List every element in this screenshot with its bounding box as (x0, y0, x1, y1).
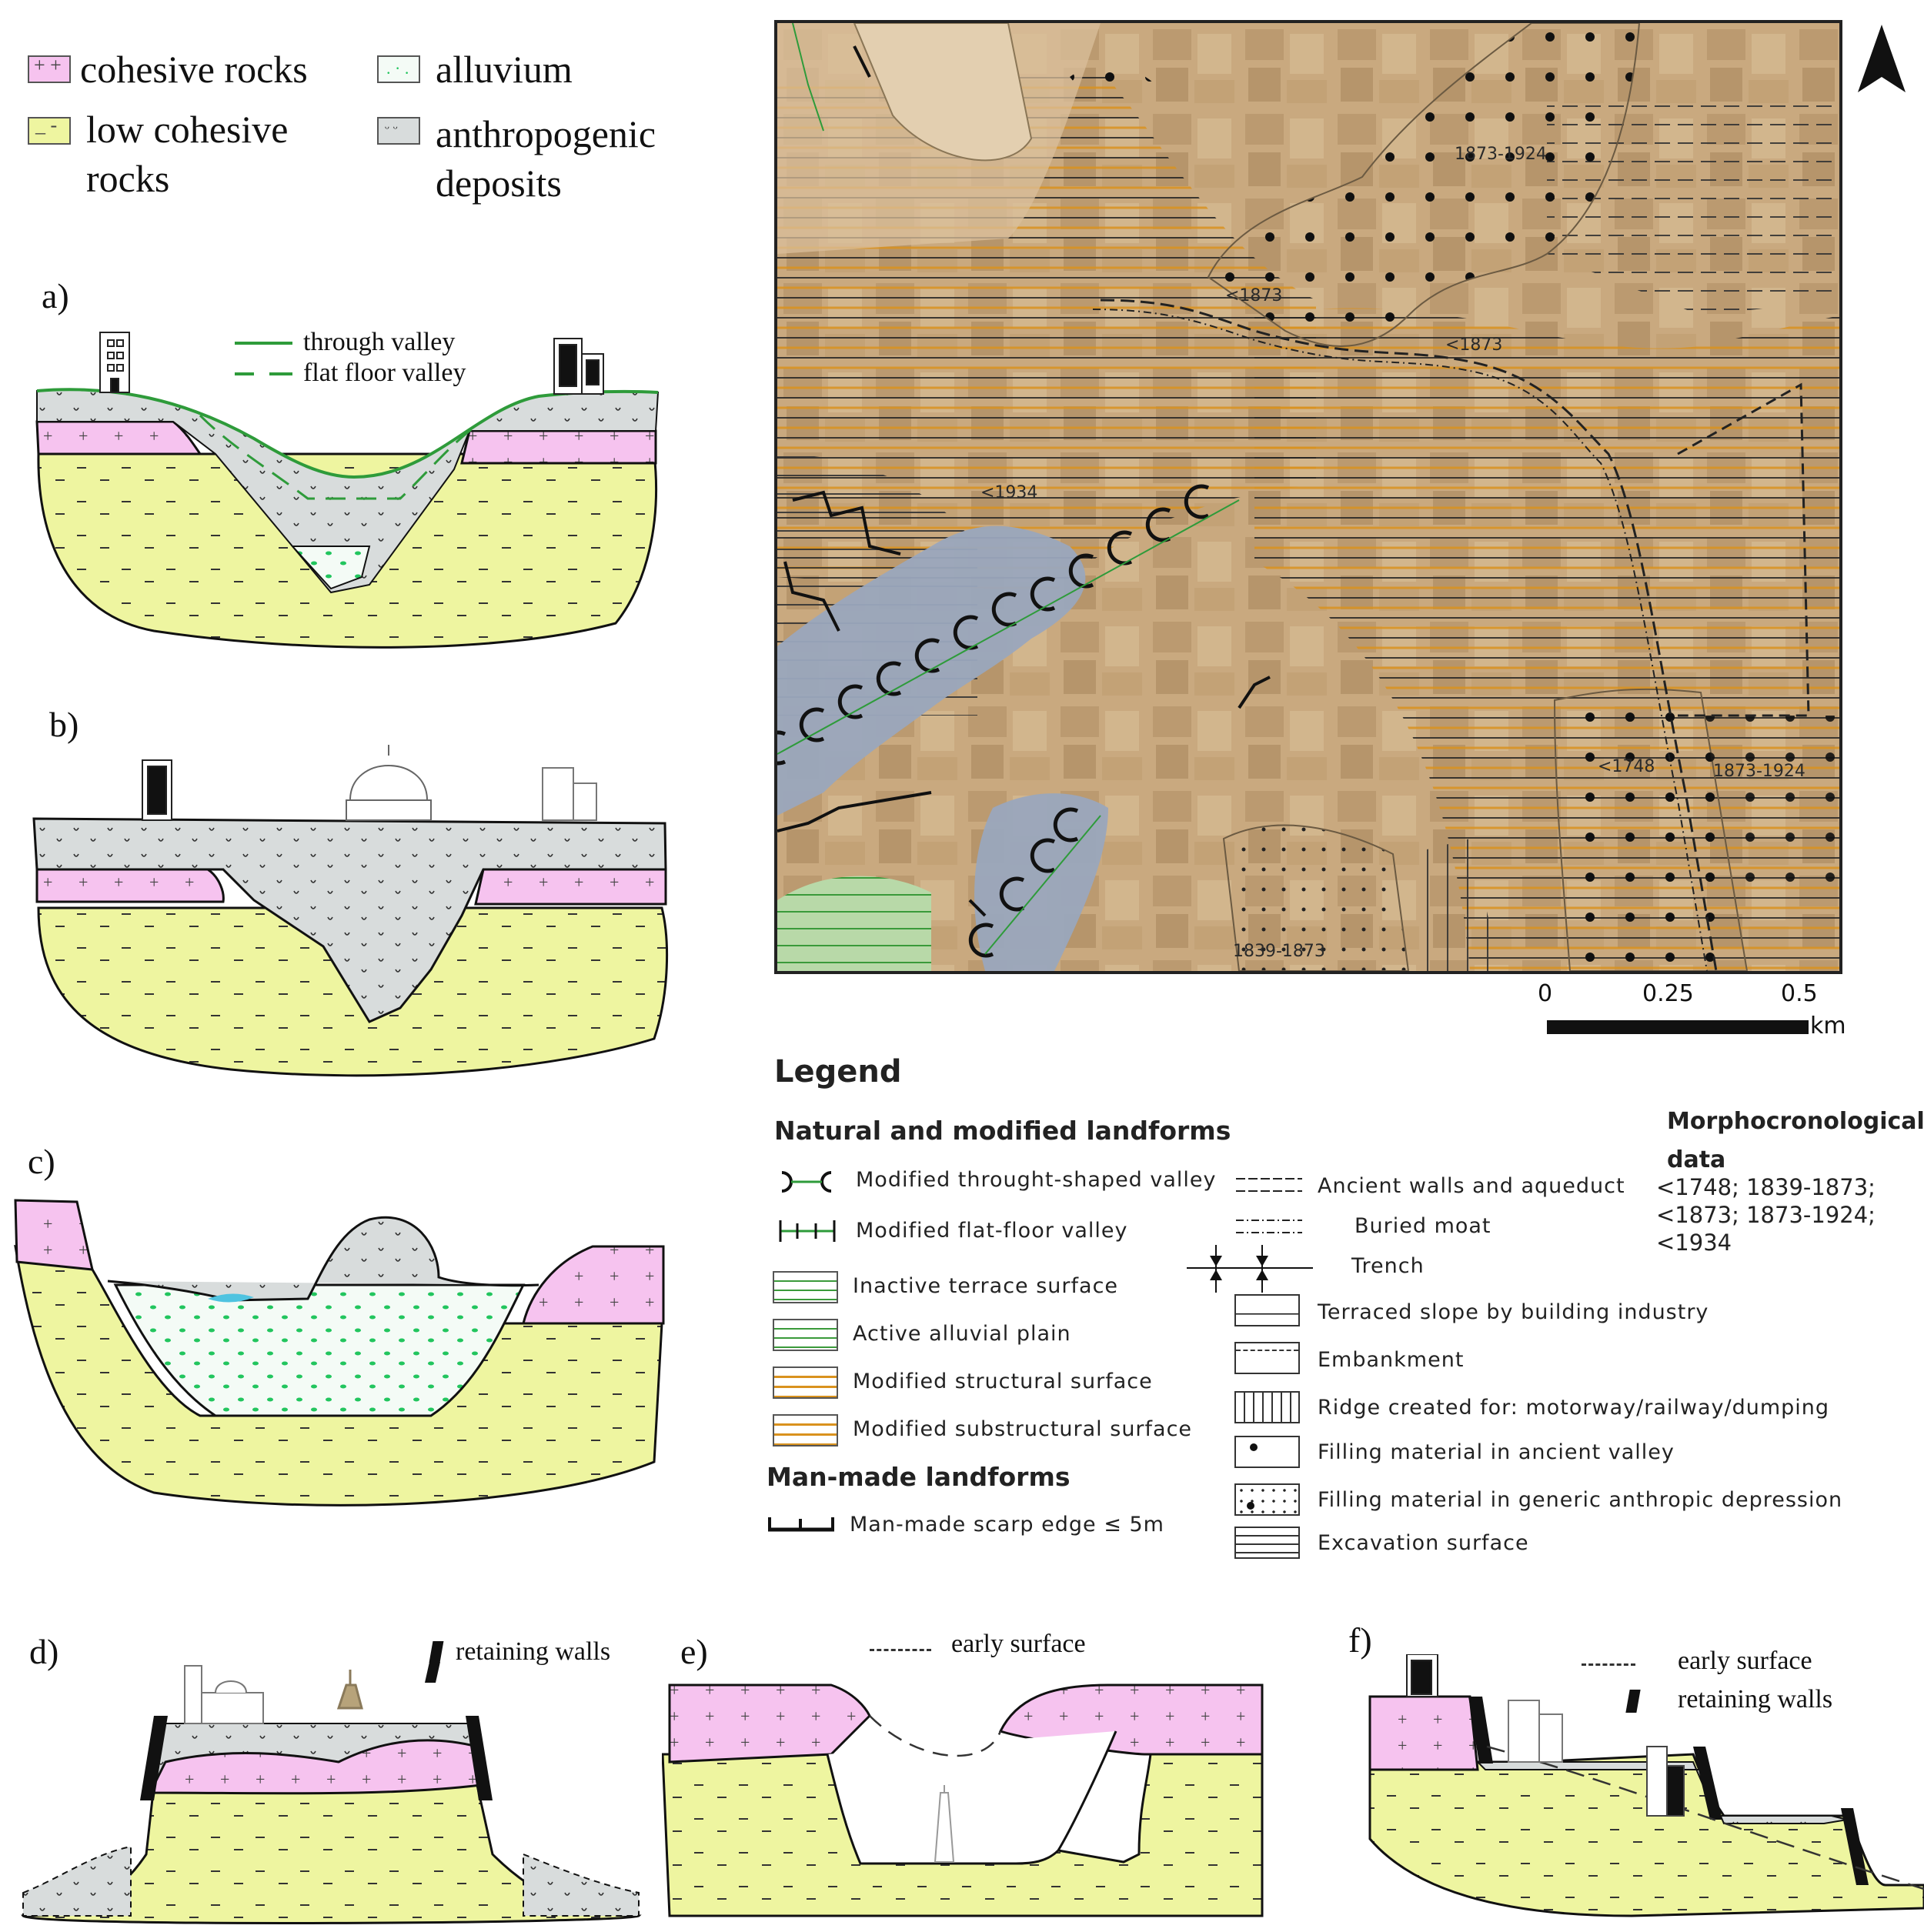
panel-a-legend-dashed: flat floor valley (303, 359, 466, 387)
building-icon (1646, 1746, 1685, 1817)
morpho-line-3: <1934 (1656, 1230, 1732, 1256)
panel-e-legend-dash-icon (870, 1649, 931, 1651)
anthropogenic-deposits-swatch: ᵕ ᵕ (377, 117, 420, 145)
filling-ancient-valley-symbol (1234, 1436, 1300, 1468)
building-icon (1508, 1700, 1563, 1763)
low-cohesive-rocks-swatch: _ - (28, 114, 71, 145)
alluvium-label: alluvium (436, 48, 573, 91)
map-date-label: <1748 (1598, 757, 1655, 776)
morpho-line-2: <1873; 1873-1924; (1656, 1202, 1876, 1228)
dome-icon (346, 745, 432, 821)
map-date-label: 1873-1924 (1455, 145, 1547, 164)
panel-e-legend: early surface (951, 1630, 1086, 1658)
scale-tick-2: 0.5 (1781, 980, 1818, 1007)
legend-item-ancient-walls: Ancient walls and aqueduct (1318, 1174, 1625, 1198)
legend-item-filling-generic-depression: Filling material in generic anthropic de… (1318, 1488, 1843, 1512)
obelisk-icon (934, 1785, 955, 1863)
statue-icon (336, 1670, 363, 1710)
morpho-title-1: Morphocronological (1667, 1108, 1924, 1135)
building-icon (99, 332, 130, 393)
legend-item-filling-ancient-valley: Filling material in ancient valley (1318, 1440, 1675, 1464)
church-icon (184, 1665, 264, 1724)
legend-item-inactive-terrace: Inactive terrace surface (853, 1274, 1119, 1298)
scale-tick-0: 0 (1538, 980, 1553, 1007)
panel-e-cross-section (662, 1683, 1264, 1917)
building-icon (1406, 1654, 1438, 1697)
panel-f-legend-dashed: early surface (1678, 1647, 1812, 1675)
panel-c-label: c) (28, 1142, 55, 1181)
scarp-edge-symbol (768, 1517, 834, 1532)
active-alluvial-plain-symbol (773, 1319, 838, 1351)
legend-item-through-valley: Modified throught-shaped valley (856, 1168, 1217, 1192)
map-date-label: <1934 (980, 483, 1038, 502)
flat-floor-valley-symbol (779, 1220, 836, 1242)
legend-item-excavation-surface: Excavation surface (1318, 1531, 1529, 1555)
embankment-symbol (1234, 1342, 1300, 1374)
panel-a-legend-solid: through valley (303, 328, 456, 356)
legend-item-flat-floor-valley: Modified flat-floor valley (856, 1219, 1128, 1243)
panel-c-cross-section (14, 1199, 665, 1507)
legend-item-active-alluvial-plain: Active alluvial plain (853, 1322, 1071, 1346)
panel-f-legend-dash-icon (1582, 1663, 1635, 1666)
cohesive-rocks-swatch: + + (28, 54, 71, 83)
buried-moat-symbol (1236, 1220, 1302, 1233)
map-date-label: <1873 (1445, 335, 1503, 355)
low-cohesive-label-1: low cohesive (86, 108, 289, 151)
panel-a-label: a) (42, 276, 69, 315)
morpho-title-2: data (1667, 1146, 1726, 1173)
legend-item-terraced-slope: Terraced slope by building industry (1318, 1300, 1709, 1324)
panel-f-label: f) (1348, 1620, 1372, 1660)
scale-bar (1547, 1020, 1809, 1034)
anthropogenic-label-1: anthropogenic (436, 112, 656, 155)
panel-d-wall-legend-icon (429, 1641, 444, 1663)
geomorphological-map (777, 23, 1839, 971)
panel-a-cross-section (35, 332, 660, 649)
panel-f-cross-section (1368, 1654, 1924, 1917)
map-frame (774, 20, 1842, 974)
anthropogenic-label-2: deposits (436, 162, 562, 205)
ancient-walls-symbol (1236, 1178, 1302, 1192)
panel-d-label: d) (29, 1632, 59, 1671)
trench-symbol (1187, 1245, 1313, 1293)
filling-generic-depression-symbol (1234, 1483, 1300, 1516)
panel-d-legend: retaining walls (456, 1637, 611, 1666)
morpho-line-1: <1748; 1839-1873; (1656, 1174, 1876, 1200)
inactive-terrace-symbol (773, 1271, 838, 1303)
natural-landforms-title: Natural and modified landforms (774, 1116, 1231, 1146)
legend-item-ridge: Ridge created for: motorway/railway/dump… (1318, 1396, 1830, 1420)
legend-item-embankment: Embankment (1318, 1348, 1465, 1372)
building-icon (142, 759, 172, 821)
scale-unit: km (1810, 1013, 1846, 1039)
cohesive-rocks-label: cohesive rocks (80, 48, 308, 91)
through-valley-symbol (781, 1171, 832, 1193)
north-arrow-icon (1858, 25, 1906, 92)
map-date-label: 1873-1924 (1713, 762, 1805, 781)
legend-title: Legend (774, 1054, 902, 1089)
building-icon (542, 767, 597, 821)
excavation-surface-symbol (1234, 1527, 1300, 1559)
panel-b-label: b) (49, 705, 79, 744)
legend-item-buried-moat: Buried moat (1354, 1214, 1491, 1238)
modified-substructural-surface-symbol (773, 1414, 838, 1446)
modified-structural-surface-symbol (773, 1366, 838, 1399)
map-date-label: <1873 (1225, 286, 1283, 305)
legend-item-scarp-edge: Man-made scarp edge ≤ 5m (850, 1513, 1164, 1537)
panel-e-label: e) (680, 1632, 708, 1671)
ridge-symbol (1234, 1391, 1300, 1423)
building-icon (553, 338, 604, 395)
panel-f-legend-wall: retaining walls (1678, 1685, 1833, 1713)
manmade-landforms-title: Man-made landforms (767, 1462, 1071, 1492)
legend-item-trench: Trench (1351, 1254, 1425, 1278)
panel-d-cross-section (21, 1662, 642, 1924)
legend-item-modified-substructural-surface: Modified substructural surface (853, 1417, 1193, 1441)
map-date-label: 1839-1873 (1233, 942, 1325, 961)
legend-item-modified-structural-surface: Modified structural surface (853, 1370, 1153, 1393)
low-cohesive-label-2: rocks (86, 157, 170, 200)
scale-tick-1: 0.25 (1642, 980, 1694, 1007)
panel-b-cross-section (32, 745, 669, 1077)
alluvium-swatch: . · . (377, 55, 420, 83)
terraced-slope-symbol (1234, 1294, 1300, 1326)
